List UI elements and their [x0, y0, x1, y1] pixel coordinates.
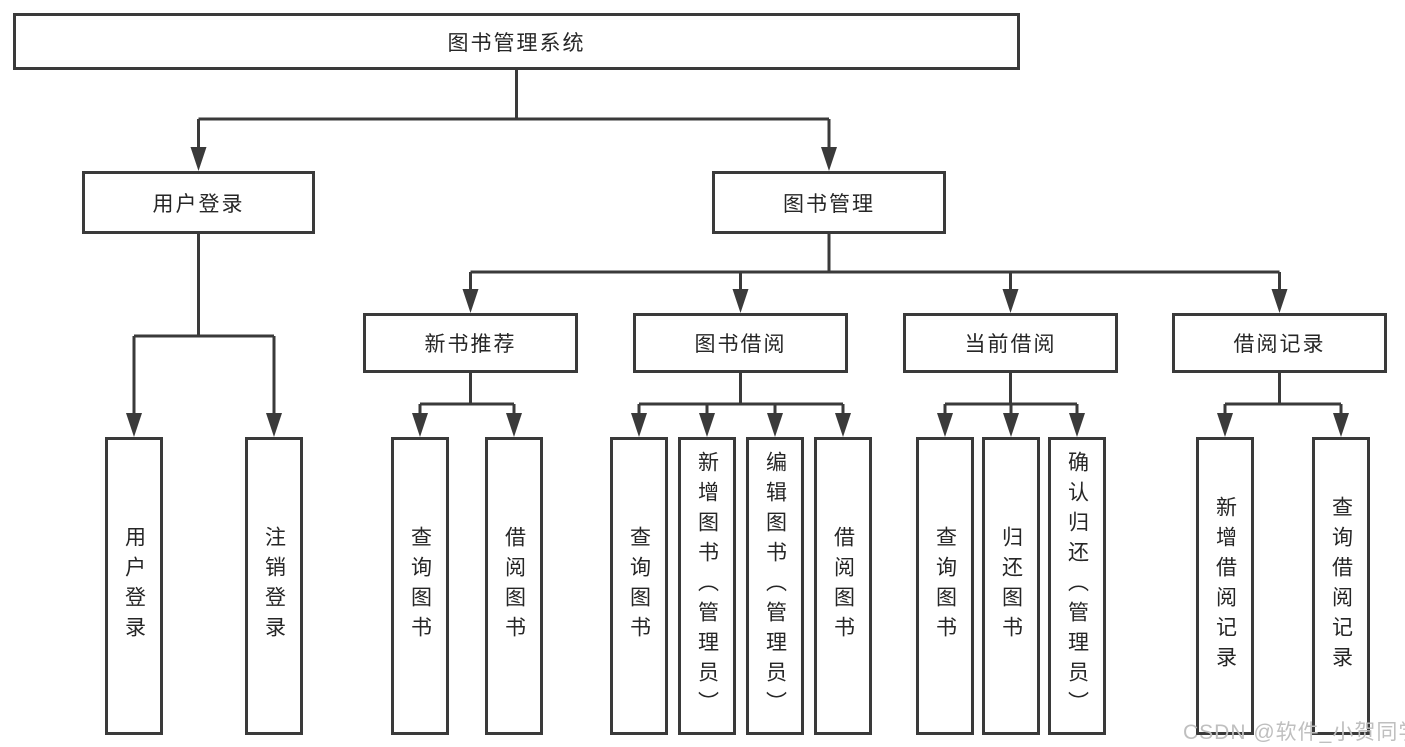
- leaf-logout: 注销登录: [245, 437, 303, 735]
- arrowhead-icon: [266, 413, 282, 437]
- arrowhead-icon: [835, 413, 851, 437]
- leaf-newbooks-query-label: 查询图书: [408, 526, 432, 646]
- leaf-user-login: 用户登录: [105, 437, 163, 735]
- arrowhead-icon: [126, 413, 142, 437]
- arrowhead-icon: [1271, 289, 1288, 313]
- arrowhead-icon: [699, 413, 715, 437]
- leaf-current-query-label: 查询图书: [933, 526, 957, 646]
- node-root-label: 图书管理系统: [447, 31, 586, 55]
- edge-root-to-level2: [197, 70, 831, 149]
- leaf-current-confirm-admin: 确认归还（管理员）: [1048, 437, 1106, 735]
- arrowhead-icon: [1217, 413, 1233, 437]
- leaf-newbooks-query: 查询图书: [391, 437, 449, 735]
- arrowhead-icon: [1003, 413, 1019, 437]
- leaf-current-query: 查询图书: [916, 437, 974, 735]
- arrowhead-icon: [412, 413, 428, 437]
- leaf-borrow-edit-admin: 编辑图书（管理员）: [746, 437, 804, 735]
- arrowhead-icon: [462, 289, 479, 313]
- node-new-books: 新书推荐: [363, 313, 578, 373]
- arrowhead-icon: [1069, 413, 1085, 437]
- node-user-login-label: 用户登录: [152, 192, 245, 216]
- arrowhead-icon: [1333, 413, 1349, 437]
- leaf-borrow-edit-admin-label: 编辑图书（管理员）: [763, 451, 787, 721]
- arrowhead-icon: [732, 289, 749, 313]
- leaf-borrow-add-admin-label: 新增图书（管理员）: [695, 451, 719, 721]
- node-root: 图书管理系统: [13, 13, 1020, 70]
- node-book-borrow: 图书借阅: [633, 313, 848, 373]
- node-new-books-label: 新书推荐: [424, 333, 517, 356]
- arrowhead-icon: [506, 413, 522, 437]
- arrowhead-icon: [1002, 289, 1019, 313]
- node-book-mgmt: 图书管理: [712, 171, 946, 234]
- edge-bookborrow-to-children: [637, 373, 845, 415]
- node-borrow-records-label: 借阅记录: [1233, 333, 1326, 356]
- leaf-current-return: 归还图书: [982, 437, 1040, 735]
- leaf-logout-label: 注销登录: [262, 526, 286, 646]
- node-current-borrow: 当前借阅: [903, 313, 1118, 373]
- leaf-user-login-label: 用户登录: [122, 526, 146, 646]
- csdn-watermark: CSDN @软件_小贺同学: [1183, 721, 1405, 744]
- leaf-records-query-label: 查询借阅记录: [1329, 496, 1353, 676]
- edge-bookmgmt-to-level3: [469, 234, 1281, 291]
- arrowhead-icon: [937, 413, 953, 437]
- leaf-current-confirm-admin-label: 确认归还（管理员）: [1065, 451, 1089, 721]
- leaf-newbooks-borrow: 借阅图书: [485, 437, 543, 735]
- leaf-borrow-query-label: 查询图书: [627, 526, 651, 646]
- arrowhead-icon: [767, 413, 783, 437]
- edge-records-to-children: [1223, 373, 1343, 415]
- edge-newbooks-to-children: [418, 373, 516, 415]
- node-borrow-records: 借阅记录: [1172, 313, 1387, 373]
- leaf-records-add: 新增借阅记录: [1196, 437, 1254, 735]
- leaf-borrow-query: 查询图书: [610, 437, 668, 735]
- edge-currentborrow-to-children: [943, 373, 1079, 415]
- arrowhead-icon: [631, 413, 647, 437]
- node-user-login: 用户登录: [82, 171, 315, 234]
- arrowhead-icon: [821, 147, 837, 171]
- leaf-records-query: 查询借阅记录: [1312, 437, 1370, 735]
- leaf-records-add-label: 新增借阅记录: [1213, 496, 1237, 676]
- arrowhead-icon: [190, 147, 207, 171]
- leaf-borrow-add-admin: 新增图书（管理员）: [678, 437, 736, 735]
- leaf-borrow-book-label: 借阅图书: [831, 526, 855, 646]
- node-book-mgmt-label: 图书管理: [783, 192, 875, 216]
- edge-login-to-children: [132, 234, 276, 415]
- node-book-borrow-label: 图书借阅: [694, 333, 787, 356]
- leaf-borrow-book: 借阅图书: [814, 437, 872, 735]
- leaf-newbooks-borrow-label: 借阅图书: [502, 526, 526, 646]
- node-current-borrow-label: 当前借阅: [964, 333, 1057, 356]
- leaf-current-return-label: 归还图书: [999, 526, 1023, 646]
